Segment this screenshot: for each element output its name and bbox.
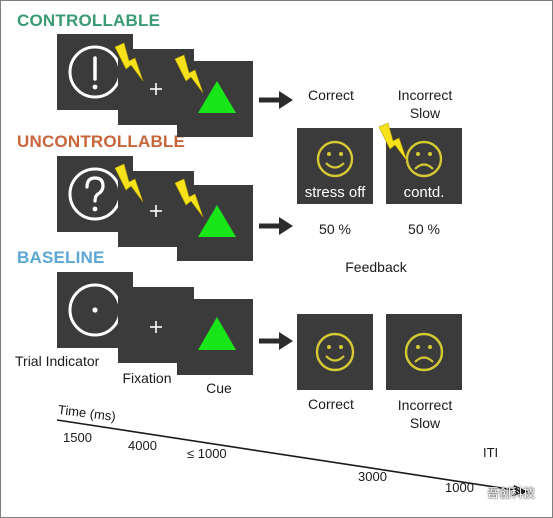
time-le-1000: ≤ 1000 — [187, 446, 227, 461]
fixation-cross-icon — [150, 205, 162, 217]
controllable-title: CONTROLLABLE — [17, 11, 161, 30]
top-slow-label: Slow — [409, 105, 441, 121]
lightning-bolt-icon — [174, 178, 204, 218]
time-axis — [56, 419, 531, 496]
frown-face-icon — [405, 140, 443, 178]
bottom-incorrect-label: Incorrect — [397, 397, 453, 413]
lightning-bolt-icon — [114, 163, 144, 203]
right-arrow-icon — [259, 217, 293, 235]
stress-off-feedback-panel — [297, 128, 373, 204]
fixation-label: Fixation — [122, 370, 172, 386]
top-correct-label: Correct — [308, 87, 354, 103]
contd-feedback-panel — [386, 128, 462, 204]
right-arrow-icon — [259, 91, 293, 109]
right-arrow-icon — [259, 332, 293, 350]
smiley-face-icon — [315, 332, 355, 372]
green-triangle-cue-icon — [198, 317, 236, 350]
fixation-cross-icon — [150, 321, 162, 333]
time-3000: 3000 — [358, 469, 387, 484]
time-1500: 1500 — [63, 430, 92, 445]
stress-off-percent: 50 % — [319, 221, 351, 237]
cue-label: Cue — [206, 380, 232, 396]
top-incorrect-label: Incorrect — [397, 87, 453, 103]
lightning-bolt-icon — [114, 42, 144, 82]
watermark: 吾创科技 — [487, 486, 536, 500]
stress-off-label: stress off — [304, 184, 366, 201]
uncontrollable-title: UNCONTROLLABLE — [17, 132, 186, 151]
controllable-cue-panel — [177, 61, 253, 137]
bottom-slow-label: Slow — [409, 415, 441, 431]
contd-percent: 50 % — [408, 221, 440, 237]
baseline-title: BASELINE — [17, 248, 105, 267]
green-triangle-cue-icon — [198, 81, 236, 113]
time-4000: 4000 — [128, 438, 157, 453]
smiley-face-icon — [316, 140, 354, 178]
lightning-bolt-icon — [378, 122, 408, 162]
baseline-incorrect-feedback-panel — [386, 314, 462, 390]
baseline-correct-feedback-panel — [297, 314, 373, 390]
frown-face-icon — [404, 332, 444, 372]
feedback-label: Feedback — [345, 259, 407, 275]
time-1000: 1000 — [445, 480, 474, 495]
lightning-bolt-icon — [174, 54, 204, 94]
green-triangle-cue-icon — [198, 205, 236, 237]
baseline-cue-panel — [177, 299, 253, 375]
iti-label: ITI — [483, 445, 499, 460]
contd-label: contd. — [403, 184, 445, 201]
fixation-cross-icon — [150, 83, 162, 95]
bottom-correct-label: Correct — [308, 396, 354, 412]
trial-indicator-label: Trial Indicator — [15, 353, 100, 369]
